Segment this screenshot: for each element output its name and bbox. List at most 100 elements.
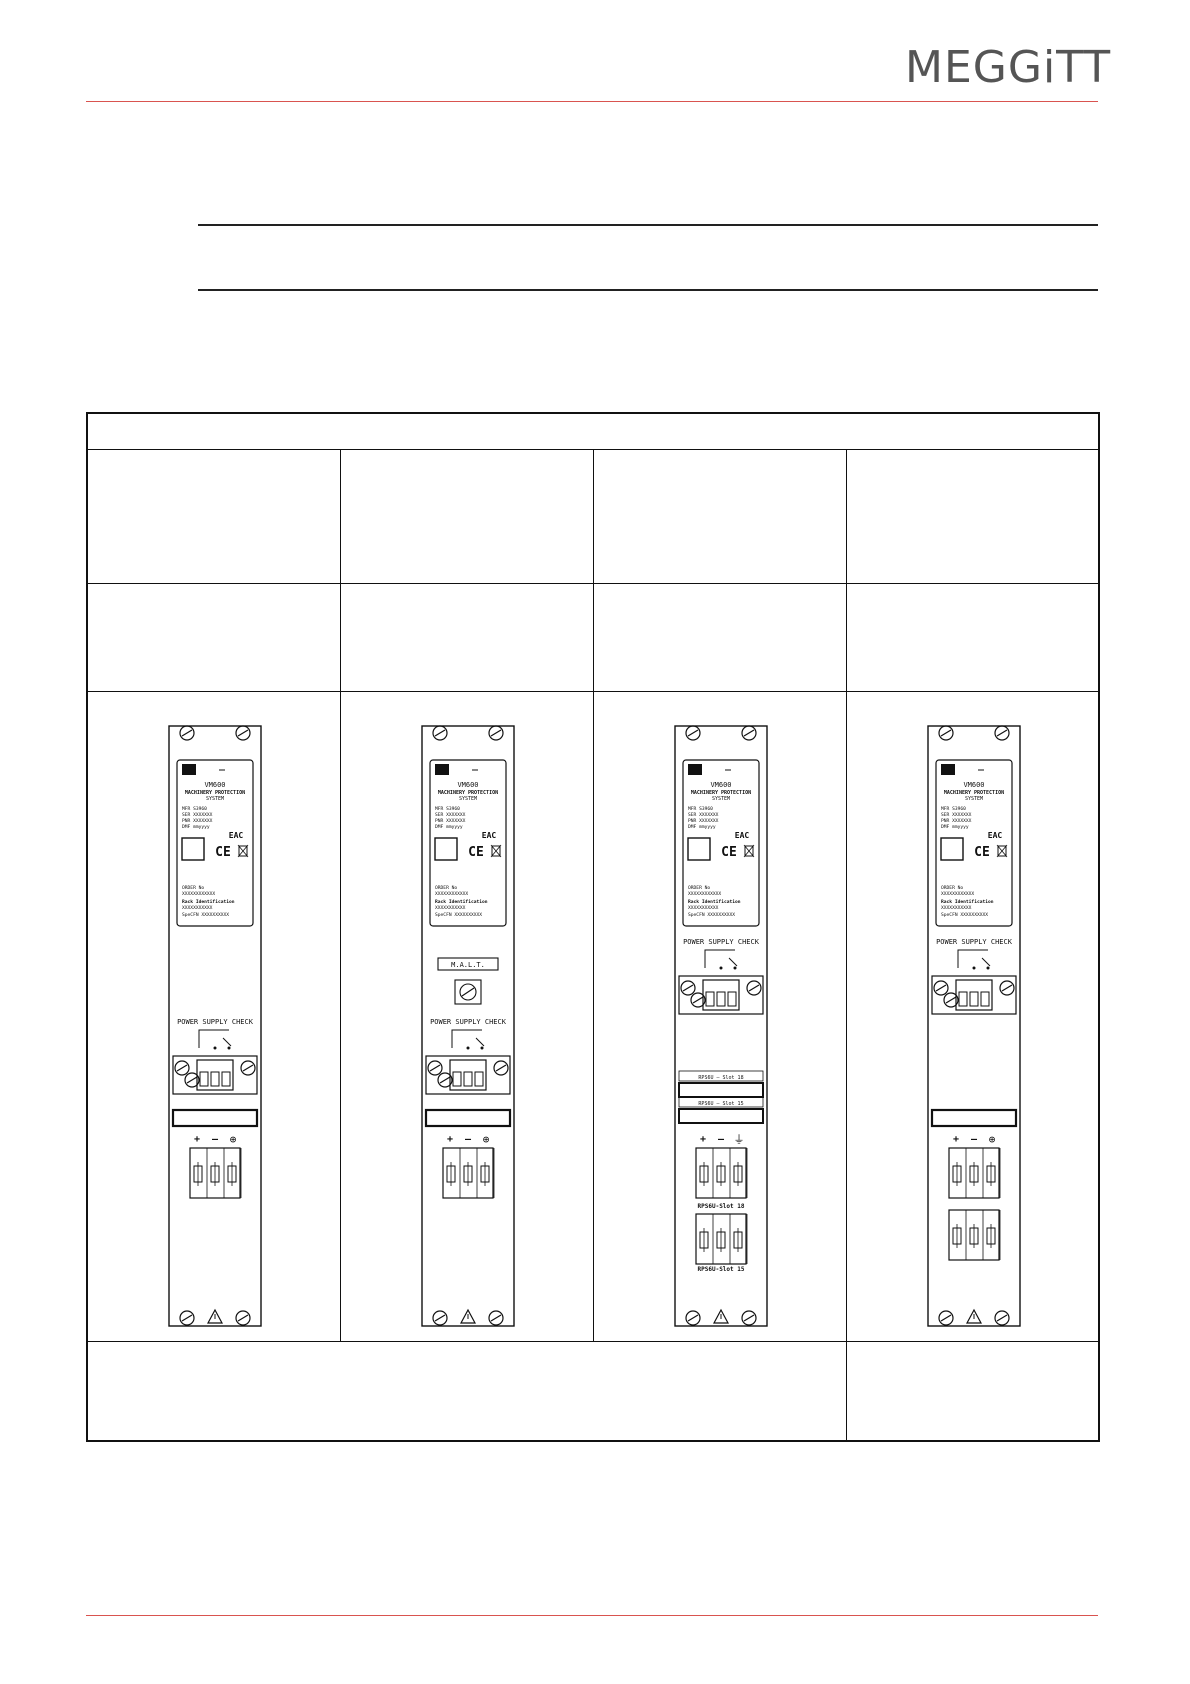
- terminal-minus-sign: –: [465, 1134, 472, 1145]
- connector-pin: [452, 1071, 462, 1087]
- table-col-divider: [846, 449, 847, 1440]
- walt-potentiometer: [454, 979, 482, 1005]
- meggitt-mark-icon: [688, 764, 702, 775]
- label-subtitle: SYSTEM: [206, 796, 224, 802]
- power-supply-check-label: POWER SUPPLY CHECK: [683, 938, 760, 946]
- footer-rule: [86, 1615, 1098, 1616]
- screw-icon: [999, 980, 1015, 996]
- terminal-plus-sign: +: [447, 1134, 453, 1145]
- weee-icon: [238, 845, 248, 857]
- label-rack-value: XXXXXXXXXXX: [941, 905, 972, 911]
- screw-icon: [685, 1310, 701, 1326]
- connector-pin: [705, 991, 715, 1007]
- screw-icon: [685, 725, 701, 741]
- screw-icon: [488, 725, 504, 741]
- label-title: MACHINERY PROTECTION: [438, 790, 498, 796]
- weee-icon: [997, 845, 1007, 857]
- screw-icon: [427, 1060, 443, 1076]
- connector-pin: [210, 1071, 220, 1087]
- supply-terminal-block-2: [695, 1213, 747, 1265]
- label-pnr: PNR XXXXXXX: [435, 818, 466, 824]
- blank-label-field: [171, 1108, 259, 1128]
- meggitt-mark-icon: [182, 764, 196, 775]
- header-rule: [86, 101, 1098, 102]
- eac-mark: EAC: [229, 831, 244, 840]
- screw-icon: [938, 1310, 954, 1326]
- label-dmf: DMF mmyyyy: [182, 824, 210, 830]
- weee-icon: [491, 845, 501, 857]
- terminal-earth-sign: ⊕: [989, 1133, 996, 1146]
- ce-mark: CE: [215, 845, 231, 860]
- slot-label-box: [678, 1070, 764, 1082]
- ce-mark: CE: [468, 845, 484, 860]
- label-order-no: ORDER No: [941, 885, 963, 891]
- ce-mark: CE: [721, 845, 737, 860]
- relay-symbol-icon: [957, 949, 988, 968]
- label-rack-id: Rack Identification: [941, 899, 994, 905]
- screw-icon: [943, 992, 959, 1008]
- blank-square-icon: [687, 837, 711, 861]
- screw-icon: [741, 1310, 757, 1326]
- weee-icon: [744, 845, 754, 857]
- screw-icon: [994, 1310, 1010, 1326]
- screw-icon: [179, 1310, 195, 1326]
- label-subtitle: SYSTEM: [712, 796, 730, 802]
- module-frame: [421, 725, 515, 1327]
- warning-icon: [712, 1308, 730, 1324]
- screw-icon: [493, 1060, 509, 1076]
- connector-pin: [958, 991, 968, 1007]
- connector-pin: [727, 991, 737, 1007]
- power-supply-check-label: POWER SUPPLY CHECK: [936, 938, 1013, 946]
- relay-symbol-icon: [451, 1029, 482, 1048]
- label-plate: [429, 759, 507, 927]
- label-rack-id: Rack Identification: [688, 899, 741, 905]
- warning-icon: [965, 1308, 983, 1324]
- label-rack-value: XXXXXXXXXXX: [688, 905, 719, 911]
- label-order-value: XXXXXXXXXXXX: [688, 891, 721, 897]
- eac-mark: EAC: [482, 831, 497, 840]
- screw-icon: [432, 1310, 448, 1326]
- screw-icon: [746, 980, 762, 996]
- connector-pin: [716, 991, 726, 1007]
- terminal-block-label: RPS6U-Slot 18: [698, 1203, 745, 1210]
- warning-icon: [459, 1308, 477, 1324]
- screw-icon: [680, 980, 696, 996]
- label-rack-id: Rack Identification: [435, 899, 488, 905]
- blank-label-field: [424, 1108, 512, 1128]
- connector-pin: [221, 1071, 231, 1087]
- connector-pin: [980, 991, 990, 1007]
- label-plate: [935, 759, 1013, 927]
- meggitt-mark-icon: [941, 764, 955, 775]
- supply-terminal-block-2: [948, 1209, 1000, 1261]
- screw-icon: [690, 992, 706, 1008]
- meggitt-logo: MEGGiTT: [905, 42, 1112, 93]
- label-pnr: PNR XXXXXXX: [182, 818, 213, 824]
- terminal-earth-sign: ⊕: [483, 1133, 490, 1146]
- label-plate: [682, 759, 760, 927]
- label-spec: SpeCFN XXXXXXXXXX: [182, 912, 229, 918]
- label-order-value: XXXXXXXXXXXX: [435, 891, 468, 897]
- supply-terminal-block: [948, 1147, 1000, 1199]
- blank-label-field: [930, 1108, 1018, 1128]
- screw-icon: [432, 725, 448, 741]
- terminal-minus-sign: –: [212, 1134, 219, 1145]
- screw-icon: [179, 725, 195, 741]
- warning-icon: [206, 1308, 224, 1324]
- terminal-earth-sign: ⊕: [230, 1133, 237, 1146]
- screw-icon: [184, 1072, 200, 1088]
- power-supply-check-label: POWER SUPPLY CHECK: [430, 1018, 507, 1026]
- label-header: VM600: [963, 781, 984, 789]
- terminal-plus-sign: +: [194, 1134, 200, 1145]
- screw-icon: [938, 725, 954, 741]
- label-order-no: ORDER No: [182, 885, 204, 891]
- screw-icon: [235, 725, 251, 741]
- label-order-no: ORDER No: [688, 885, 710, 891]
- connector-pin: [463, 1071, 473, 1087]
- terminal-earth-sign: ⏚: [734, 1133, 745, 1146]
